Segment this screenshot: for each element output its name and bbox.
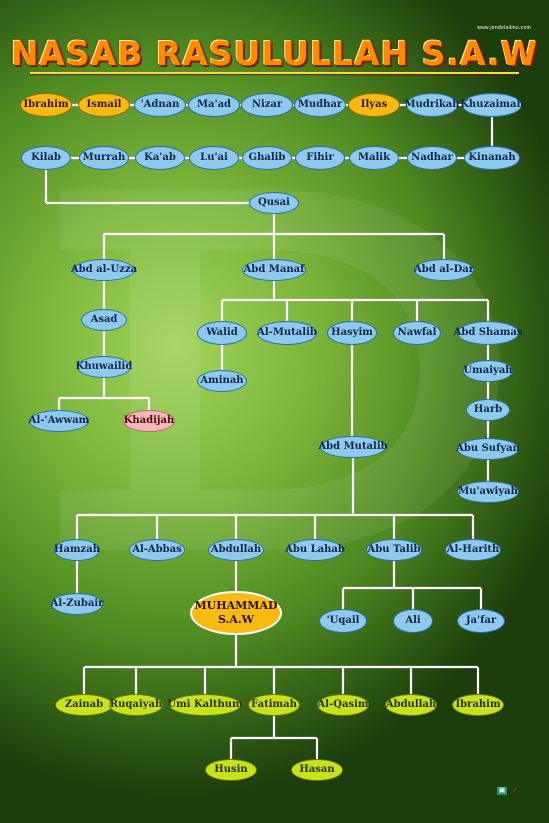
person-node: Al-Mutalib bbox=[257, 321, 317, 345]
person-node: Abdullah bbox=[385, 694, 437, 716]
person-node: Abu Lahab bbox=[285, 539, 345, 561]
person-node: Kinanah bbox=[464, 146, 520, 170]
person-node: Al-Zubair bbox=[51, 593, 103, 615]
person-node: Al-Abbas bbox=[129, 539, 185, 561]
person-node: Fihir bbox=[295, 146, 345, 170]
person-node: 'Uqail bbox=[319, 609, 367, 633]
person-node: Khuzaimah bbox=[460, 93, 524, 117]
person-node: Ilyas bbox=[348, 93, 400, 117]
footer-icons: ▣ ✓ bbox=[497, 787, 520, 795]
person-node: Mu'awiyah bbox=[457, 481, 519, 503]
person-node: Nadhar bbox=[407, 146, 457, 170]
node-muhammad-line: S.A.W bbox=[217, 613, 255, 626]
person-node: Umaiyah bbox=[463, 360, 513, 382]
person-node: Harb bbox=[466, 399, 510, 421]
person-node: 'Adnan bbox=[134, 93, 186, 117]
person-node: Hasyim bbox=[327, 321, 377, 345]
person-node: Aminah bbox=[197, 370, 247, 392]
person-node: Ja'far bbox=[457, 609, 505, 633]
node-muhammad-line: MUHAMMAD bbox=[194, 599, 278, 613]
person-node: Mudhar bbox=[294, 93, 346, 117]
person-node: Mudrikah bbox=[404, 93, 460, 117]
person-node: Abd Manaf bbox=[242, 259, 306, 281]
person-node: Abu Sufyan bbox=[456, 438, 520, 460]
person-node: Al-Harith bbox=[445, 539, 501, 561]
person-node: Al-Qasim bbox=[317, 694, 369, 716]
person-node: Ma'ad bbox=[188, 93, 240, 117]
person-node: Abd al-Uzza bbox=[71, 259, 137, 281]
person-node: Khadijah bbox=[123, 410, 175, 432]
person-node: Abu Talib bbox=[366, 539, 422, 561]
person-node: Ali bbox=[393, 609, 433, 633]
person-node: Umi Kalthum bbox=[167, 694, 243, 716]
person-node: Malik bbox=[349, 146, 399, 170]
person-node: Fatimah bbox=[248, 694, 300, 716]
person-node: Abd al-Dar bbox=[414, 259, 474, 281]
person-node: Zainab bbox=[55, 694, 113, 716]
person-node: Abd Shamas bbox=[454, 321, 522, 345]
check-icon: ✓ bbox=[512, 787, 518, 794]
person-node: Asad bbox=[81, 309, 127, 331]
person-node: Nawfal bbox=[393, 321, 441, 345]
person-node: Ismail bbox=[78, 93, 130, 117]
person-node: Al-'Awwam bbox=[29, 410, 89, 432]
person-node: Ibrahim bbox=[452, 694, 504, 716]
person-node: Ghalib bbox=[242, 146, 292, 170]
person-node: Ibrahim bbox=[20, 93, 72, 117]
person-node: Qusai bbox=[249, 192, 299, 214]
person-node: Ka'ab bbox=[135, 146, 185, 170]
credit-text: www.jendelailmu.com bbox=[477, 25, 531, 31]
person-node: Khuwailid bbox=[76, 356, 132, 378]
person-node: Husin bbox=[205, 759, 257, 781]
person-node: Murrah bbox=[79, 146, 129, 170]
monitor-icon: ▣ bbox=[497, 787, 507, 795]
person-node: Abdullah bbox=[208, 539, 264, 561]
person-node: Ruqaiyah bbox=[109, 694, 163, 716]
person-node: Hasan bbox=[291, 759, 343, 781]
person-node: Kilab bbox=[21, 146, 71, 170]
person-node: Lu'ai bbox=[189, 146, 239, 170]
page-title: NASAB RASULULLAH S.A.W bbox=[10, 34, 539, 73]
person-node: Nizar bbox=[241, 93, 293, 117]
person-node: Hamzah bbox=[54, 539, 100, 561]
title-underline bbox=[30, 72, 519, 74]
person-node: Abd Mutalib bbox=[318, 436, 388, 458]
person-node: Walid bbox=[197, 321, 247, 345]
